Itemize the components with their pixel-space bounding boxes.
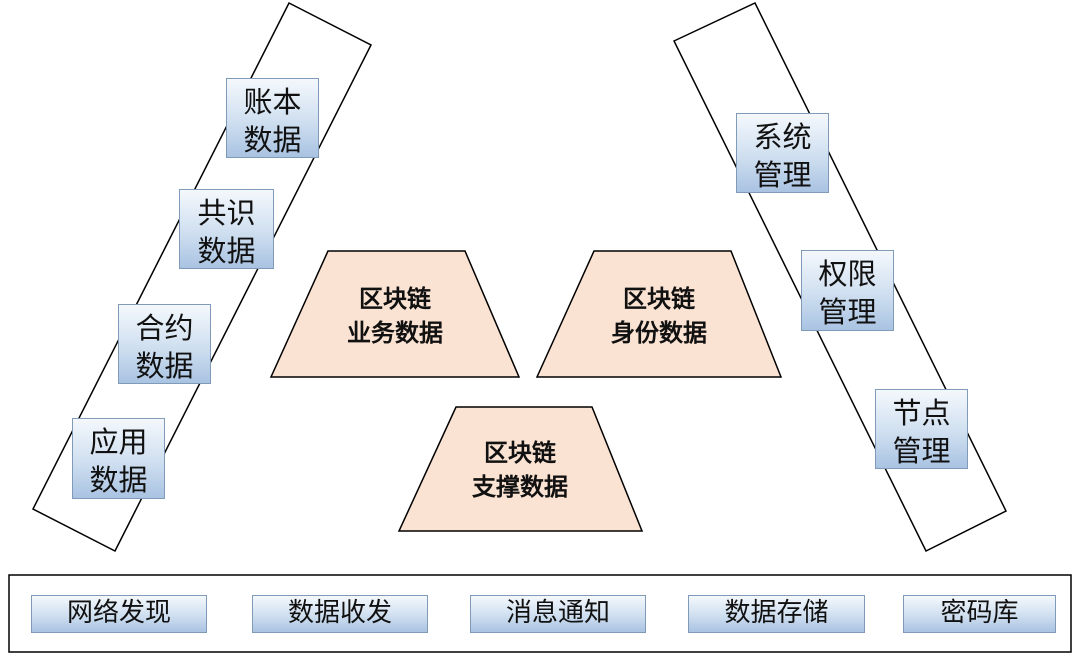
trapezoid-identity — [535, 250, 783, 378]
label-line: 支撑数据 — [472, 473, 568, 501]
box-consensus-data: 共识 数据 — [179, 189, 274, 269]
label-line: 区块链 — [484, 439, 556, 467]
box-line: 管理 — [892, 434, 951, 468]
label-line: 区块链 — [359, 285, 431, 313]
box-line: 账本 — [243, 85, 302, 119]
label-business-data: 区块链 业务数据 — [300, 282, 490, 350]
box-permission-management: 权限 管理 — [801, 250, 894, 331]
box-line: 应用 — [89, 425, 148, 459]
service-network-discovery: 网络发现 — [31, 595, 207, 633]
box-line: 节点 — [892, 396, 951, 430]
service-data-transfer: 数据收发 — [252, 595, 428, 633]
box-line: 数据 — [197, 234, 256, 268]
service-data-storage: 数据存储 — [688, 595, 865, 633]
box-line: 权限 — [818, 257, 877, 291]
box-line: 合约 — [135, 311, 194, 345]
label-line: 身份数据 — [611, 319, 707, 347]
box-line: 数据 — [243, 123, 302, 157]
box-line: 管理 — [753, 158, 812, 192]
box-ledger-data: 账本 数据 — [226, 78, 319, 158]
label-identity-data: 区块链 身份数据 — [564, 282, 754, 350]
label-line: 区块链 — [623, 285, 695, 313]
label-line: 业务数据 — [347, 319, 443, 347]
box-line: 数据 — [135, 349, 194, 383]
box-line: 系统 — [753, 120, 812, 154]
box-system-management: 系统 管理 — [736, 113, 829, 193]
trapezoid-business — [269, 250, 521, 378]
box-line: 管理 — [818, 295, 877, 329]
box-contract-data: 合约 数据 — [118, 304, 211, 384]
box-node-management: 节点 管理 — [875, 389, 968, 469]
label-support-data: 区块链 支撑数据 — [425, 436, 615, 504]
box-line: 共识 — [197, 196, 256, 230]
box-line: 数据 — [89, 463, 148, 497]
box-application-data: 应用 数据 — [72, 418, 165, 499]
trapezoid-support — [397, 406, 644, 532]
right-tilted-frame — [672, 2, 1008, 553]
service-crypto-library: 密码库 — [903, 595, 1056, 633]
bottom-frame — [8, 574, 1072, 653]
service-message-notification: 消息通知 — [470, 595, 646, 633]
